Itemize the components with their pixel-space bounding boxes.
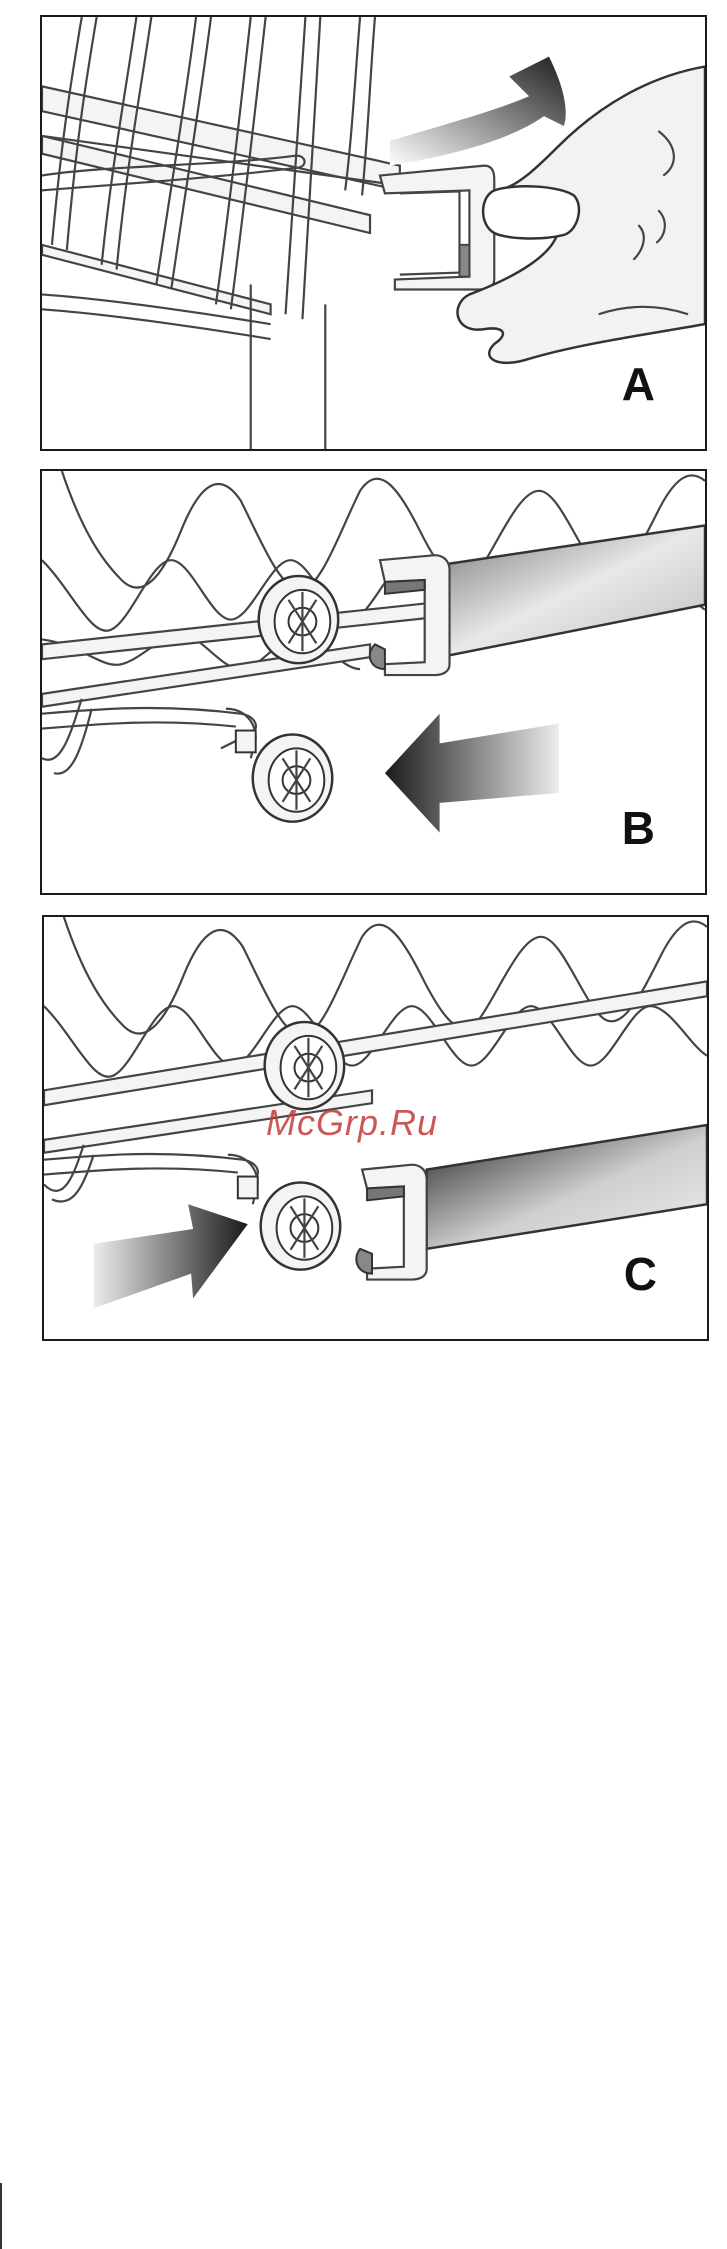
rack-wheel-lower [228,1155,340,1270]
dish-rack-wires [42,17,400,449]
figure-panel-a: A [40,15,707,451]
rack-wheel-upper [259,576,339,663]
push-right-arrow [94,1204,248,1308]
rack-clip-illustration-a [42,17,705,449]
pull-left-arrow [385,714,559,833]
rail-clip [380,166,494,290]
lift-arrow [390,57,566,166]
rack-wheel-upper [265,1022,345,1109]
panel-label: B [622,805,655,851]
watermark-text: McGrp.Ru [266,1102,438,1144]
rack-wheel-lower [226,709,332,822]
panel-label: A [622,361,655,407]
rack-wheel-illustration-b [42,471,705,893]
panel-label: C [624,1251,657,1297]
page-edge-mark [0,2183,2,2249]
rail-with-clip [370,525,705,675]
figure-panel-b: B [40,469,707,895]
